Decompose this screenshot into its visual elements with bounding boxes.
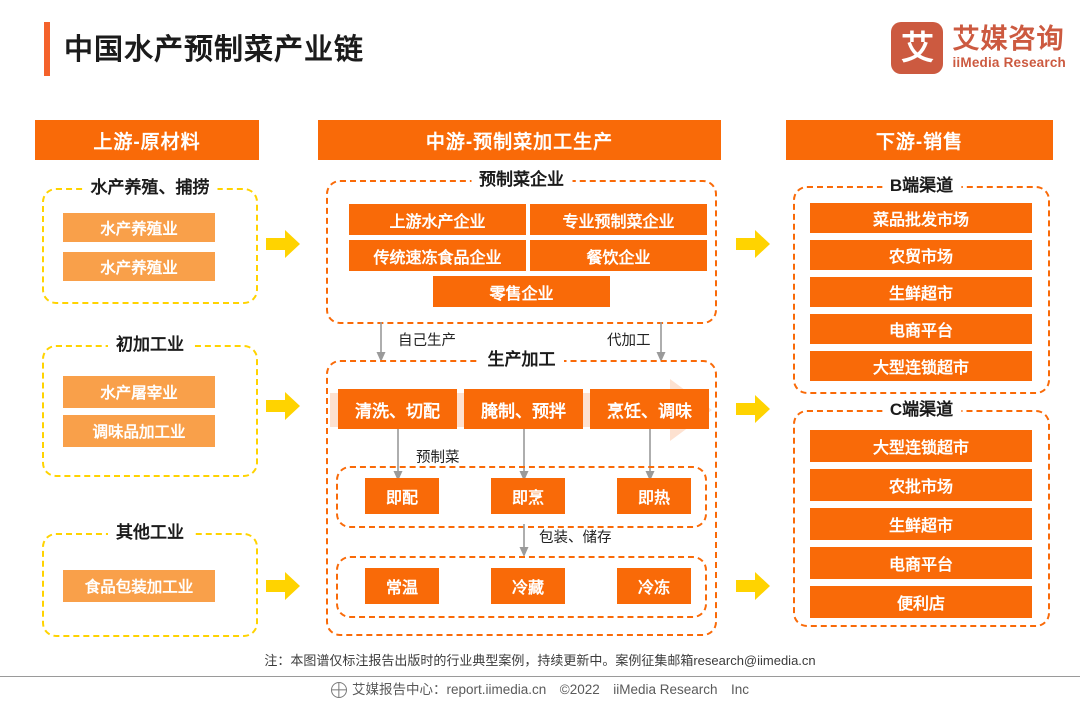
chip-c-channel-2[interactable]: 生鲜超市 <box>810 508 1032 540</box>
flow-arrow-ready-0 <box>392 429 404 483</box>
chip-b-channel-0[interactable]: 菜品批发市场 <box>810 203 1032 233</box>
flow-label-product: 预制菜 <box>413 449 463 467</box>
chip-storage-1[interactable]: 冷藏 <box>491 568 565 604</box>
flow-arrow-oem <box>655 322 667 364</box>
chip-process-1[interactable]: 腌制、预拌 <box>464 389 583 429</box>
chip-b-channel-1[interactable]: 农贸市场 <box>810 240 1032 270</box>
flow-arrow-packaging <box>518 524 530 558</box>
chip-enterprise-4[interactable]: 零售企业 <box>433 276 610 307</box>
flow-arrow-ready-1 <box>518 429 530 483</box>
logo-text: 艾媒咨询 iiMedia Research <box>952 25 1066 71</box>
chip-c-channel-1[interactable]: 农批市场 <box>810 469 1032 501</box>
chip-upstream-0-0[interactable]: 水产养殖业 <box>63 213 215 242</box>
arrow-mid-to-downstream-3 <box>736 572 770 600</box>
chip-b-channel-2[interactable]: 生鲜超市 <box>810 277 1032 307</box>
logo-mark-icon: 艾 <box>891 22 944 74</box>
group-label: 预制菜企业 <box>471 169 572 191</box>
chip-upstream-2-0[interactable]: 食品包装加工业 <box>63 570 215 602</box>
midstream-group-ready-meal: 即配 即烹 即热 <box>336 466 707 528</box>
group-label: 生产加工 <box>479 349 564 371</box>
arrow-upstream-to-mid-2 <box>266 392 300 420</box>
chip-ready-2[interactable]: 即热 <box>617 478 691 514</box>
footer-source: 艾媒报告中心：report.iimedia.cn ©2022 iiMedia R… <box>0 680 1080 700</box>
upstream-group-aquaculture: 水产养殖、捕捞 水产养殖业 水产养殖业 <box>42 177 258 304</box>
footer-source-text: 艾媒报告中心：report.iimedia.cn ©2022 iiMedia R… <box>351 682 750 697</box>
arrow-upstream-to-mid-1 <box>266 230 300 258</box>
group-label: C端渠道 <box>881 399 962 421</box>
chip-process-2[interactable]: 烹饪、调味 <box>590 389 709 429</box>
flow-arrow-ready-2 <box>644 429 656 483</box>
chip-enterprise-2[interactable]: 传统速冻食品企业 <box>349 240 526 271</box>
chip-enterprise-0[interactable]: 上游水产企业 <box>349 204 526 235</box>
midstream-group-production: 生产加工 <box>326 349 717 636</box>
column-header-upstream: 上游-原材料 <box>35 120 259 160</box>
iimedia-logo: 艾 艾媒咨询 iiMedia Research <box>891 22 1066 74</box>
chip-b-channel-4[interactable]: 大型连锁超市 <box>810 351 1032 381</box>
chip-enterprise-3[interactable]: 餐饮企业 <box>530 240 707 271</box>
page-title: 中国水产预制菜产业链 <box>64 34 365 66</box>
arrow-mid-to-downstream-2 <box>736 395 770 423</box>
logo-name-cn: 艾媒咨询 <box>952 24 1065 54</box>
midstream-group-storage: 常温 冷藏 冷冻 <box>336 556 707 618</box>
flow-label-oem: 代加工 <box>604 332 654 350</box>
chip-storage-0[interactable]: 常温 <box>365 568 439 604</box>
chip-upstream-0-1[interactable]: 水产养殖业 <box>63 252 215 281</box>
upstream-group-primary-processing: 初加工业 水产屠宰业 调味品加工业 <box>42 334 258 477</box>
midstream-group-enterprises: 预制菜企业 上游水产企业 专业预制菜企业 传统速冻食品企业 餐饮企业 零售企业 <box>326 169 717 324</box>
title-accent-bar <box>44 22 50 76</box>
logo-name-en: iiMedia Research <box>952 55 1066 70</box>
footer-divider <box>0 676 1080 677</box>
chip-b-channel-3[interactable]: 电商平台 <box>810 314 1032 344</box>
footnote: 注：本图谱仅标注报告出版时的行业典型案例，持续更新中。案例征集邮箱researc… <box>264 653 816 668</box>
column-header-midstream: 中游-预制菜加工生产 <box>318 120 721 160</box>
flow-arrow-self-production <box>375 322 387 364</box>
downstream-group-b-channel: B端渠道 菜品批发市场 农贸市场 生鲜超市 电商平台 大型连锁超市 <box>793 175 1050 394</box>
flow-label-self: 自己生产 <box>395 332 459 350</box>
chip-upstream-1-0[interactable]: 水产屠宰业 <box>63 376 215 408</box>
flow-label-packaging: 包装、储存 <box>536 529 615 547</box>
chip-upstream-1-1[interactable]: 调味品加工业 <box>63 415 215 447</box>
arrow-mid-to-downstream-1 <box>736 230 770 258</box>
group-label: 初加工业 <box>108 334 192 356</box>
chip-process-0[interactable]: 清洗、切配 <box>338 389 457 429</box>
chip-enterprise-1[interactable]: 专业预制菜企业 <box>530 204 707 235</box>
chip-ready-1[interactable]: 即烹 <box>491 478 565 514</box>
column-header-downstream: 下游-销售 <box>786 120 1053 160</box>
group-label: 其他工业 <box>108 522 192 544</box>
upstream-group-other-industry: 其他工业 食品包装加工业 <box>42 522 258 637</box>
group-label: B端渠道 <box>881 175 962 197</box>
chip-c-channel-0[interactable]: 大型连锁超市 <box>810 430 1032 462</box>
group-label: 水产养殖、捕捞 <box>82 177 218 199</box>
chip-c-channel-3[interactable]: 电商平台 <box>810 547 1032 579</box>
chip-c-channel-4[interactable]: 便利店 <box>810 586 1032 618</box>
chip-storage-2[interactable]: 冷冻 <box>617 568 691 604</box>
chip-ready-0[interactable]: 即配 <box>365 478 439 514</box>
downstream-group-c-channel: C端渠道 大型连锁超市 农批市场 生鲜超市 电商平台 便利店 <box>793 399 1050 627</box>
globe-icon <box>330 682 347 698</box>
arrow-upstream-to-mid-3 <box>266 572 300 600</box>
